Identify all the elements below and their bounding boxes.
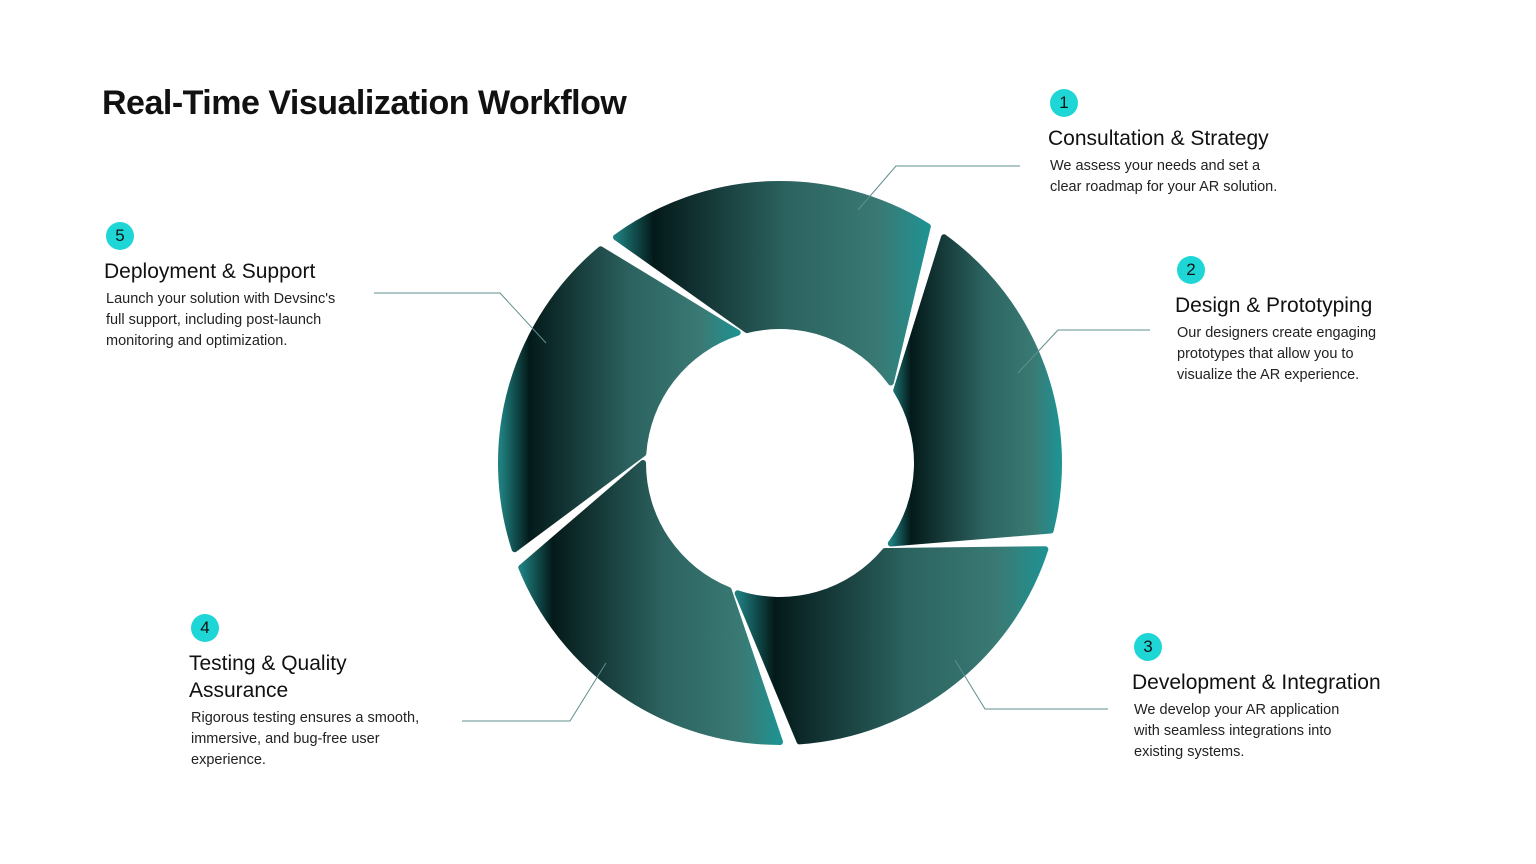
leader-line-2 xyxy=(1017,329,1150,374)
step-title: Design & Prototyping xyxy=(1175,294,1373,317)
step-number-badge: 2 xyxy=(1177,256,1205,284)
step-number-badge: 3 xyxy=(1134,633,1162,661)
step-title: Development & Integration xyxy=(1132,671,1381,694)
ring-segment-1 xyxy=(613,181,931,386)
leader-lines xyxy=(374,165,1150,722)
step-3: 3 Development & Integration We develop y… xyxy=(1132,633,1381,763)
leader-line-3 xyxy=(954,659,1108,710)
step-title: Deployment & Support xyxy=(104,260,316,283)
step-number-badge: 4 xyxy=(191,614,219,642)
leader-line-1 xyxy=(857,165,1020,211)
step-5: 5 Deployment & Support Launch your solut… xyxy=(104,222,335,352)
step-2: 2 Design & Prototyping Our designers cre… xyxy=(1175,256,1376,386)
step-1: 1 Consultation & Strategy We assess your… xyxy=(1048,89,1277,198)
ring-segment-3 xyxy=(734,546,1049,745)
step-description: Rigorous testing ensures a smooth,immers… xyxy=(191,710,420,768)
leader-line-4 xyxy=(462,662,607,722)
step-number-badge: 5 xyxy=(106,222,134,250)
ring-segment-4 xyxy=(518,460,783,745)
leader-line-5 xyxy=(374,292,547,344)
ring-segment-5 xyxy=(498,246,741,553)
page-title: Real-Time Visualization Workflow xyxy=(102,84,627,122)
ring-segment-2 xyxy=(887,234,1062,547)
step-title: Consultation & Strategy xyxy=(1048,127,1269,150)
step-number-badge: 1 xyxy=(1050,89,1078,117)
